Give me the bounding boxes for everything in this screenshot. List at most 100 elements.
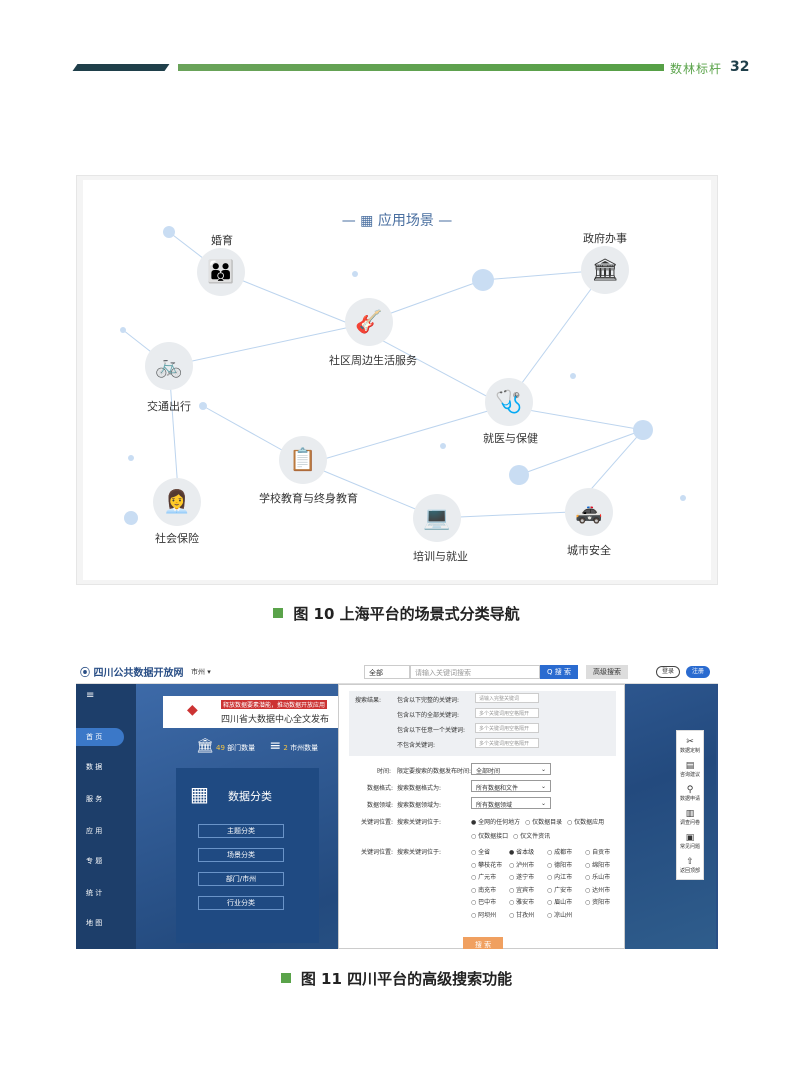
city-count: 2: [283, 744, 288, 752]
region-radio[interactable]: ○ 凉山州: [547, 911, 573, 919]
region-radio[interactable]: ○ 乐山市: [585, 874, 611, 881]
training-icon[interactable]: 💻: [413, 494, 461, 542]
community-icon[interactable]: 🎸: [345, 298, 393, 346]
education-icon[interactable]: 📋: [279, 436, 327, 484]
panel-title: — ▦ 应用场景 —: [341, 213, 453, 229]
region-radio[interactable]: ○ 德阳市: [547, 861, 573, 869]
search-scope-select[interactable]: 全部: [364, 665, 410, 679]
list-icon: ≡: [269, 738, 282, 754]
sidebar-item-map[interactable]: 地 图: [86, 919, 103, 927]
police-car-icon[interactable]: 🚓: [565, 488, 613, 536]
category-industry[interactable]: 行业分类: [198, 896, 284, 910]
region-radio[interactable]: ○ 宜宾市: [509, 886, 535, 894]
tool-survey[interactable]: ▥调查问卷: [677, 809, 703, 826]
node-label-medical: 就医与保健: [483, 432, 538, 445]
region-radio[interactable]: ○ 自贡市: [585, 849, 611, 856]
sidebar-item-data[interactable]: 数 据: [86, 763, 103, 771]
sidebar-item-home[interactable]: 首 页: [76, 728, 124, 746]
category-icon: ▦: [190, 782, 209, 806]
domain-select[interactable]: 所有数据领域 ⌄: [471, 797, 551, 809]
caption-text: 图 10 上海平台的场景式分类导航: [293, 605, 520, 623]
region-radio[interactable]: ○ 阿坝州: [471, 911, 497, 919]
radio-catalog-only[interactable]: ○ 仅数据目录: [525, 819, 563, 826]
region-radio[interactable]: ○ 全省: [471, 849, 491, 856]
sidebar-item-apps[interactable]: 应 用: [86, 827, 103, 835]
caption-text: 图 11 四川平台的高级搜索功能: [300, 970, 513, 988]
tool-apply[interactable]: ⚲数据申请: [677, 785, 703, 802]
government-icon[interactable]: 🏛: [581, 246, 629, 294]
region-radio[interactable]: ○ 巴中市: [471, 899, 497, 906]
family-icon[interactable]: 👪: [197, 248, 245, 296]
radio-files-only[interactable]: ○ 仅文件资讯: [513, 833, 551, 840]
building-icon: 🏛: [196, 738, 214, 754]
tool-customize[interactable]: ✂数据定制: [677, 737, 703, 754]
node-label-insurance: 社会保险: [155, 532, 199, 545]
banner-tag: 释放数据要素潜能，推动数据开放应用: [221, 700, 328, 709]
search-input[interactable]: 请输入关键词搜索: [410, 665, 540, 679]
category-dept[interactable]: 部门/市州: [198, 872, 284, 886]
format-select[interactable]: 所有数据和文件 ⌄: [471, 780, 551, 792]
advanced-search-submit[interactable]: 搜 索: [463, 937, 503, 949]
site-logo[interactable]: ⦿ 四川公共数据开放网: [80, 664, 183, 679]
region-label: 关键词位置:: [361, 849, 394, 856]
tool-label: 常见问题: [679, 844, 700, 850]
figure-10-scene-navigation: — ▦ 应用场景 — 👪 婚育 🏛 政府办事 🎸 社区周边生活服务 🚲 交通出行…: [76, 175, 718, 585]
tool-advice[interactable]: ▤咨询建议: [677, 761, 703, 778]
region-radio[interactable]: ○ 眉山市: [547, 899, 573, 906]
insurance-icon[interactable]: 👩‍💼: [153, 478, 201, 526]
sidebar-item-service[interactable]: 服 务: [86, 795, 103, 803]
region-desc: 搜索关键词位于:: [397, 849, 442, 856]
region-radio[interactable]: ○ 雅安市: [509, 899, 535, 906]
page-number: 32: [730, 59, 750, 75]
advanced-search-panel: 搜索结果: 包含以下完整的关键词: 请输入完整关键词 包含以下的全部关键词: 多…: [338, 684, 625, 949]
region-radio[interactable]: ○ 广安市: [547, 886, 573, 894]
any-keyword-label: 包含以下任意一个关键词:: [397, 727, 466, 734]
region-radio[interactable]: ○ 广元市: [471, 874, 497, 881]
region-radio[interactable]: ○ 泸州市: [509, 861, 535, 869]
advanced-search-button[interactable]: 高级搜索: [586, 665, 628, 679]
tool-label: 数据申请: [679, 796, 700, 802]
scene-grid-icon: ▦: [360, 213, 374, 229]
dept-count: 49: [216, 744, 225, 752]
region-radio[interactable]: ○ 甘孜州: [509, 911, 535, 919]
tool-faq[interactable]: ▣常见问题: [677, 833, 703, 850]
bicycle-icon[interactable]: 🚲: [145, 342, 193, 390]
region-radio[interactable]: ○ 遂宁市: [509, 874, 535, 881]
exclude-keyword-input[interactable]: 多个关键词用空格隔开: [475, 738, 539, 748]
any-keyword-input[interactable]: 多个关键词用空格隔开: [475, 723, 539, 733]
sidebar-item-topics[interactable]: 专 题: [86, 857, 103, 865]
region-radio[interactable]: ○ 成都市: [547, 849, 573, 856]
exact-keyword-input[interactable]: 请输入完整关键词: [475, 693, 539, 703]
right-toolbar: ✂数据定制 ▤咨询建议 ⚲数据申请 ▥调查问卷 ▣常见问题 ⇧返回顶部: [676, 730, 704, 880]
section-title: 数林标杆: [670, 62, 723, 76]
node-label-city-safety: 城市安全: [567, 544, 611, 557]
region-radio[interactable]: ○ 攀枝花市: [471, 861, 503, 869]
all-keywords-label: 包含以下的全部关键词:: [397, 712, 460, 719]
caption-marker: [273, 608, 284, 618]
radio-anywhere[interactable]: ● 全网的任何地方: [471, 819, 521, 826]
login-button[interactable]: 登录: [656, 666, 680, 678]
figure-11-advanced-search: ⦿ 四川公共数据开放网 市州 ▾ 全部 请输入关键词搜索 Q 搜 索 高级搜索 …: [76, 660, 718, 949]
category-scene[interactable]: 场景分类: [198, 848, 284, 862]
tool-back-to-top[interactable]: ⇧返回顶部: [677, 857, 703, 874]
time-select[interactable]: 全部时间 ⌄: [471, 763, 551, 775]
city-dropdown[interactable]: 市州 ▾: [191, 668, 211, 676]
sidebar-item-stats[interactable]: 统 计: [86, 889, 103, 897]
region-radio[interactable]: ○ 内江市: [547, 874, 573, 881]
region-radio[interactable]: ○ 绵阳市: [585, 861, 611, 869]
medical-icon[interactable]: 🩺: [485, 378, 533, 426]
region-radio[interactable]: ○ 达州市: [585, 886, 611, 894]
region-radio[interactable]: ○ 南充市: [471, 886, 497, 894]
search-button[interactable]: Q 搜 索: [540, 665, 578, 679]
register-button[interactable]: 注册: [686, 666, 710, 678]
region-radio[interactable]: ○ 资阳市: [585, 899, 611, 906]
region-radio[interactable]: ● 省本级: [509, 849, 535, 856]
menu-icon[interactable]: ≡: [86, 690, 95, 701]
banner[interactable]: ◆ 释放数据要素潜能，推动数据开放应用 四川省大数据中心全文发布: [163, 696, 339, 728]
category-theme[interactable]: 主题分类: [198, 824, 284, 838]
radio-apps-only[interactable]: ○ 仅数据应用: [567, 819, 605, 826]
site-name: 四川公共数据开放网: [93, 668, 184, 679]
radio-interface-only[interactable]: ○ 仅数据接口: [471, 833, 509, 840]
all-keywords-input[interactable]: 多个关键词用空格隔开: [475, 708, 539, 718]
